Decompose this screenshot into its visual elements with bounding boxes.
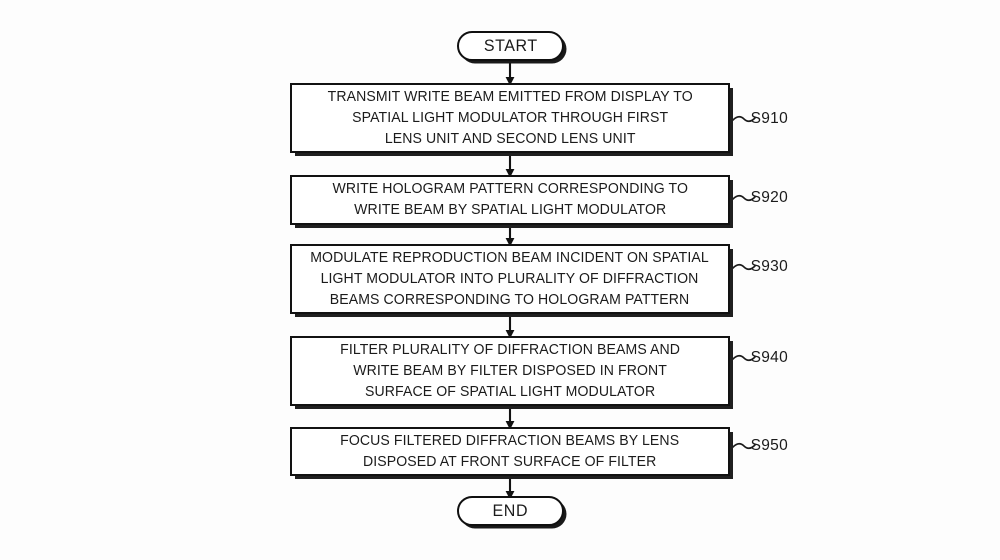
start-terminator-label: START	[483, 36, 538, 55]
step-ref-squiggle-s910	[732, 115, 756, 123]
process-box-s910: TRANSMIT WRITE BEAM EMITTED FROM DISPLAY…	[290, 83, 730, 153]
end-terminator: END	[457, 496, 564, 526]
end-terminator-label: END	[492, 501, 529, 520]
step-ref-squiggle-s940	[732, 354, 756, 362]
process-box-s950: FOCUS FILTERED DIFFRACTION BEAMS BY LENS…	[290, 427, 730, 476]
process-box-s940-text: FILTER PLURALITY OF DIFFRACTION BEAMS AN…	[340, 341, 680, 400]
step-ref-squiggle-s930	[732, 263, 756, 271]
step-ref-s950: S950	[750, 437, 788, 454]
step-ref-s910: S910	[750, 110, 788, 127]
process-box-s910-text: TRANSMIT WRITE BEAM EMITTED FROM DISPLAY…	[327, 88, 693, 147]
process-box-s920-text: WRITE HOLOGRAM PATTERN CORRESPONDING TO …	[332, 181, 688, 218]
process-box-s940: FILTER PLURALITY OF DIFFRACTION BEAMS AN…	[290, 336, 730, 406]
step-ref-s940: S940	[750, 349, 788, 366]
process-box-s950-text: FOCUS FILTERED DIFFRACTION BEAMS BY LENS…	[340, 432, 680, 470]
step-ref-squiggle-s920	[732, 194, 756, 202]
process-box-s930-text: MODULATE REPRODUCTION BEAM INCIDENT ON S…	[310, 249, 710, 308]
step-ref-s920: S920	[750, 189, 788, 206]
step-ref-s930: S930	[750, 258, 788, 275]
start-terminator: START	[457, 31, 564, 61]
process-box-s920: WRITE HOLOGRAM PATTERN CORRESPONDING TO …	[290, 175, 730, 225]
step-ref-squiggle-s950	[732, 442, 756, 450]
process-box-s930: MODULATE REPRODUCTION BEAM INCIDENT ON S…	[290, 244, 730, 314]
